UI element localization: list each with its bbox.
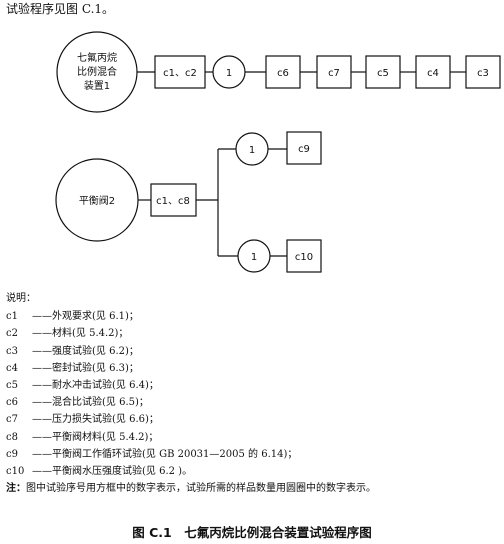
legend-item: c10 ——平衡阀水压强度试验(见 6.2 )。: [6, 463, 376, 480]
test-procedure-diagram: 七氟丙烷 比例混合 装置1 c1、c2 1 c6 c7 c5 c4 c3 平衡阀…: [55, 31, 501, 273]
figure-caption: 图 C.1 七氟丙烷比例混合装置试验程序图: [132, 525, 372, 540]
legend-text: ——平衡阀水压强度试验(见 6.2 )。: [32, 466, 193, 478]
note-text: 图中试验序号用方框中的数字表示，试验所需的样品数量用圆圈中的数字表示。: [26, 483, 376, 495]
legend-code: c1: [6, 311, 18, 323]
box-c1-c8-label: c1、c8: [156, 196, 190, 207]
sample-count-circle-upper: [235, 132, 269, 166]
legend-code: c3: [6, 345, 18, 357]
sample-count-lower: 1: [251, 252, 257, 263]
device-1-circle: [56, 31, 138, 113]
box-c6: [265, 55, 301, 89]
device-1-label-line-2: 比例混合: [77, 65, 117, 78]
legend-code: c2: [6, 328, 18, 340]
legend-item: c8 ——平衡阀材料(见 5.4.2)；: [6, 429, 376, 446]
legend: 说明： c1 ——外观要求(见 6.1)； c2 ——材料(见 5.4.2)； c3…: [6, 290, 376, 497]
legend-code: c5: [6, 380, 18, 392]
box-c5: [365, 55, 401, 89]
device-1-label-line-3: 装置1: [84, 79, 110, 92]
box-c7-label: c7: [328, 68, 340, 79]
legend-text: ——平衡阀材料(见 5.4.2)；: [32, 431, 159, 443]
box-c3: [465, 55, 501, 89]
legend-code: c9: [6, 448, 18, 460]
valve-2-label: 平衡阀2: [79, 194, 115, 207]
legend-item: c2 ——材料(见 5.4.2)；: [6, 325, 376, 342]
legend-title: 说明：: [6, 293, 36, 304]
intro-text: 试验程序见图 C.1。: [6, 2, 115, 16]
device-1-label-line-1: 七氟丙烷: [77, 51, 117, 64]
legend-code: c7: [6, 414, 18, 426]
legend-text: ——密封试验(见 6.3)；: [32, 362, 139, 374]
legend-item: c4 ——密封试验(见 6.3)；: [6, 360, 376, 377]
box-c4: [415, 55, 451, 89]
box-c7: [316, 55, 352, 89]
legend-item: c1 ——外观要求(见 6.1)；: [6, 308, 376, 325]
legend-text: ——压力损失试验(见 6.6)；: [32, 414, 159, 426]
valve-2-circle: [55, 158, 139, 242]
legend-text: ——材料(见 5.4.2)；: [32, 328, 129, 340]
legend-item: c5 ——耐水冲击试验(见 6.4)；: [6, 377, 376, 394]
legend-code: c10: [6, 466, 25, 478]
box-c3-label: c3: [477, 68, 489, 79]
legend-code: c4: [6, 362, 18, 374]
legend-text: ——外观要求(见 6.1)；: [32, 311, 139, 323]
legend-text: ——强度试验(见 6.2)；: [32, 345, 139, 357]
box-c9: [286, 131, 322, 165]
box-c1-c2: [154, 55, 206, 89]
sample-count-top: 1: [226, 68, 232, 79]
note: 注：图中试验序号用方框中的数字表示，试验所需的样品数量用圆圈中的数字表示。: [6, 480, 376, 497]
box-c1-c8: [150, 183, 197, 217]
box-c9-label: c9: [298, 144, 310, 155]
sample-count-upper: 1: [249, 145, 255, 156]
legend-item: c3 ——强度试验(见 6.2)；: [6, 343, 376, 360]
legend-text: ——平衡阀工作循环试验(见 GB 20031—2005 的 6.14)；: [32, 448, 298, 460]
box-c5-label: c5: [377, 68, 389, 79]
box-c10-label: c10: [295, 252, 313, 263]
legend-item: c9 ——平衡阀工作循环试验(见 GB 20031—2005 的 6.14)；: [6, 446, 376, 463]
legend-code: c8: [6, 431, 18, 443]
legend-text: ——混合比试验(见 6.5)；: [32, 397, 149, 409]
legend-item: c6 ——混合比试验(见 6.5)；: [6, 394, 376, 411]
legend-code: c6: [6, 397, 18, 409]
note-label: 注：: [6, 483, 26, 495]
legend-text: ——耐水冲击试验(见 6.4)；: [32, 380, 159, 392]
legend-item: c7 ——压力损失试验(见 6.6)；: [6, 411, 376, 428]
sample-count-circle-lower: [237, 239, 271, 273]
box-c10: [286, 239, 322, 273]
sample-count-circle-top: [212, 55, 246, 89]
box-c4-label: c4: [427, 68, 439, 79]
box-c6-label: c6: [277, 68, 289, 79]
box-c1-c2-label: c1、c2: [163, 68, 197, 79]
